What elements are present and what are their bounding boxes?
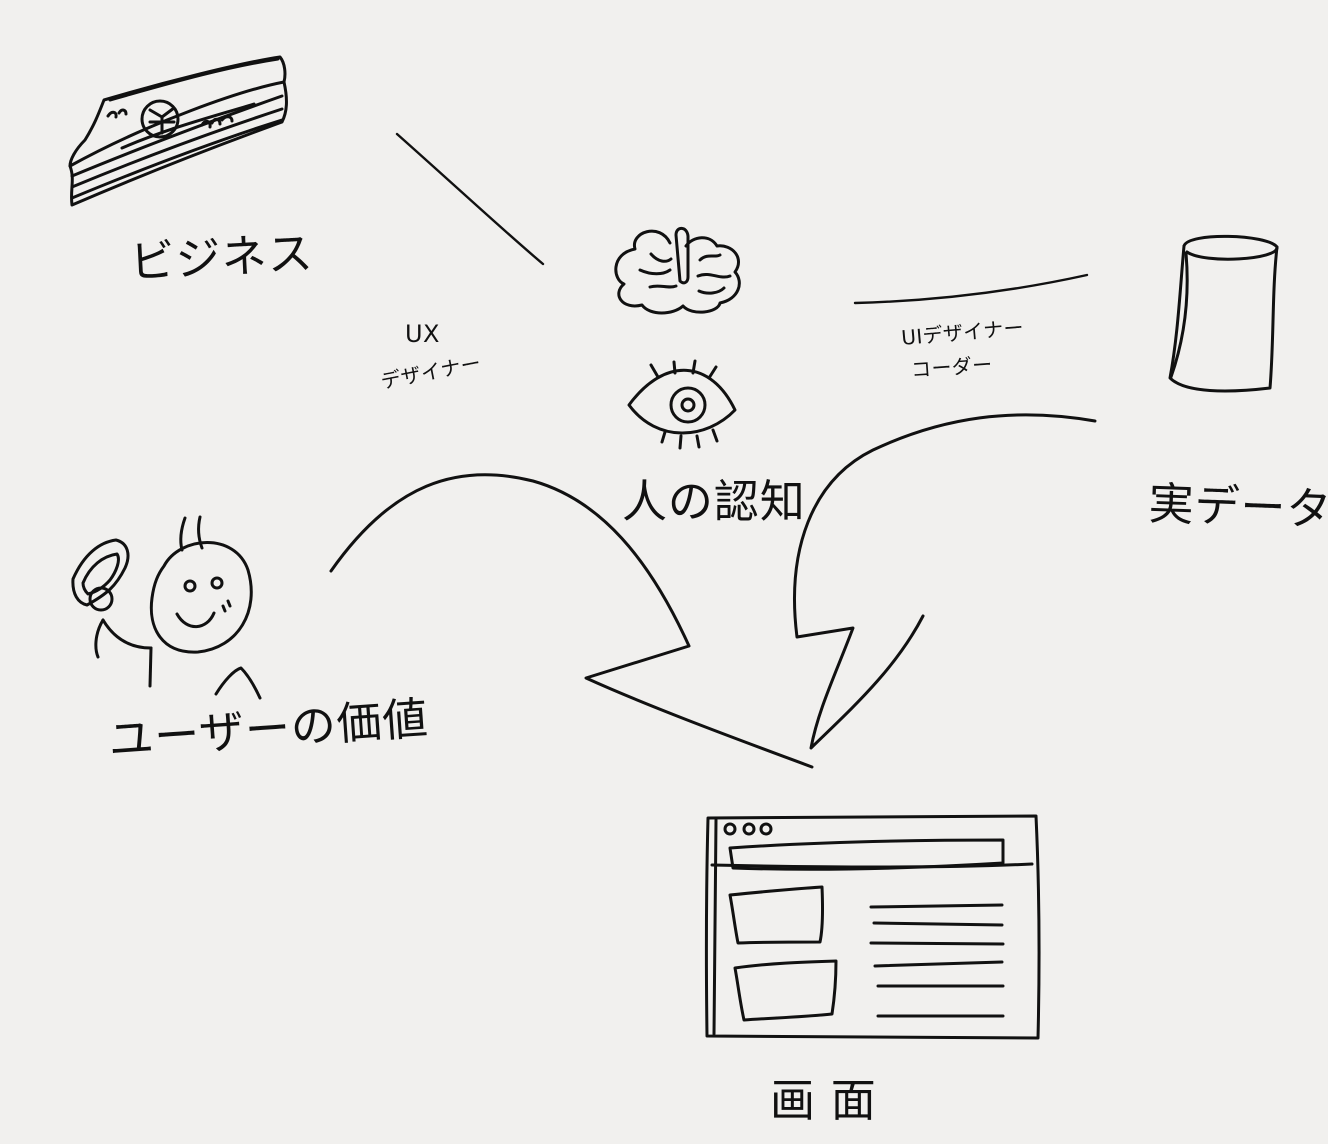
cognition-to-data-line [853, 273, 1089, 305]
right-arrow-to-screen [793, 413, 1097, 750]
business-label: ビジネス [128, 226, 315, 289]
eye-icon [627, 359, 737, 450]
browser-window-icon [704, 814, 1041, 1040]
brain-icon [614, 226, 741, 315]
cognition-label: 人の認知 [622, 475, 806, 528]
user-with-phone-icon [71, 515, 262, 700]
ux-label-line1: UX [405, 320, 440, 348]
database-cylinder-icon [1168, 234, 1279, 393]
business-to-cognition-line [395, 132, 545, 266]
left-arrow-to-screen [329, 473, 814, 769]
money-stack-icon [68, 55, 288, 207]
screen-label: 画面 [770, 1074, 892, 1127]
real-data-label: 実データ [1147, 476, 1328, 537]
ui-label-line2: コーダー [910, 352, 994, 382]
